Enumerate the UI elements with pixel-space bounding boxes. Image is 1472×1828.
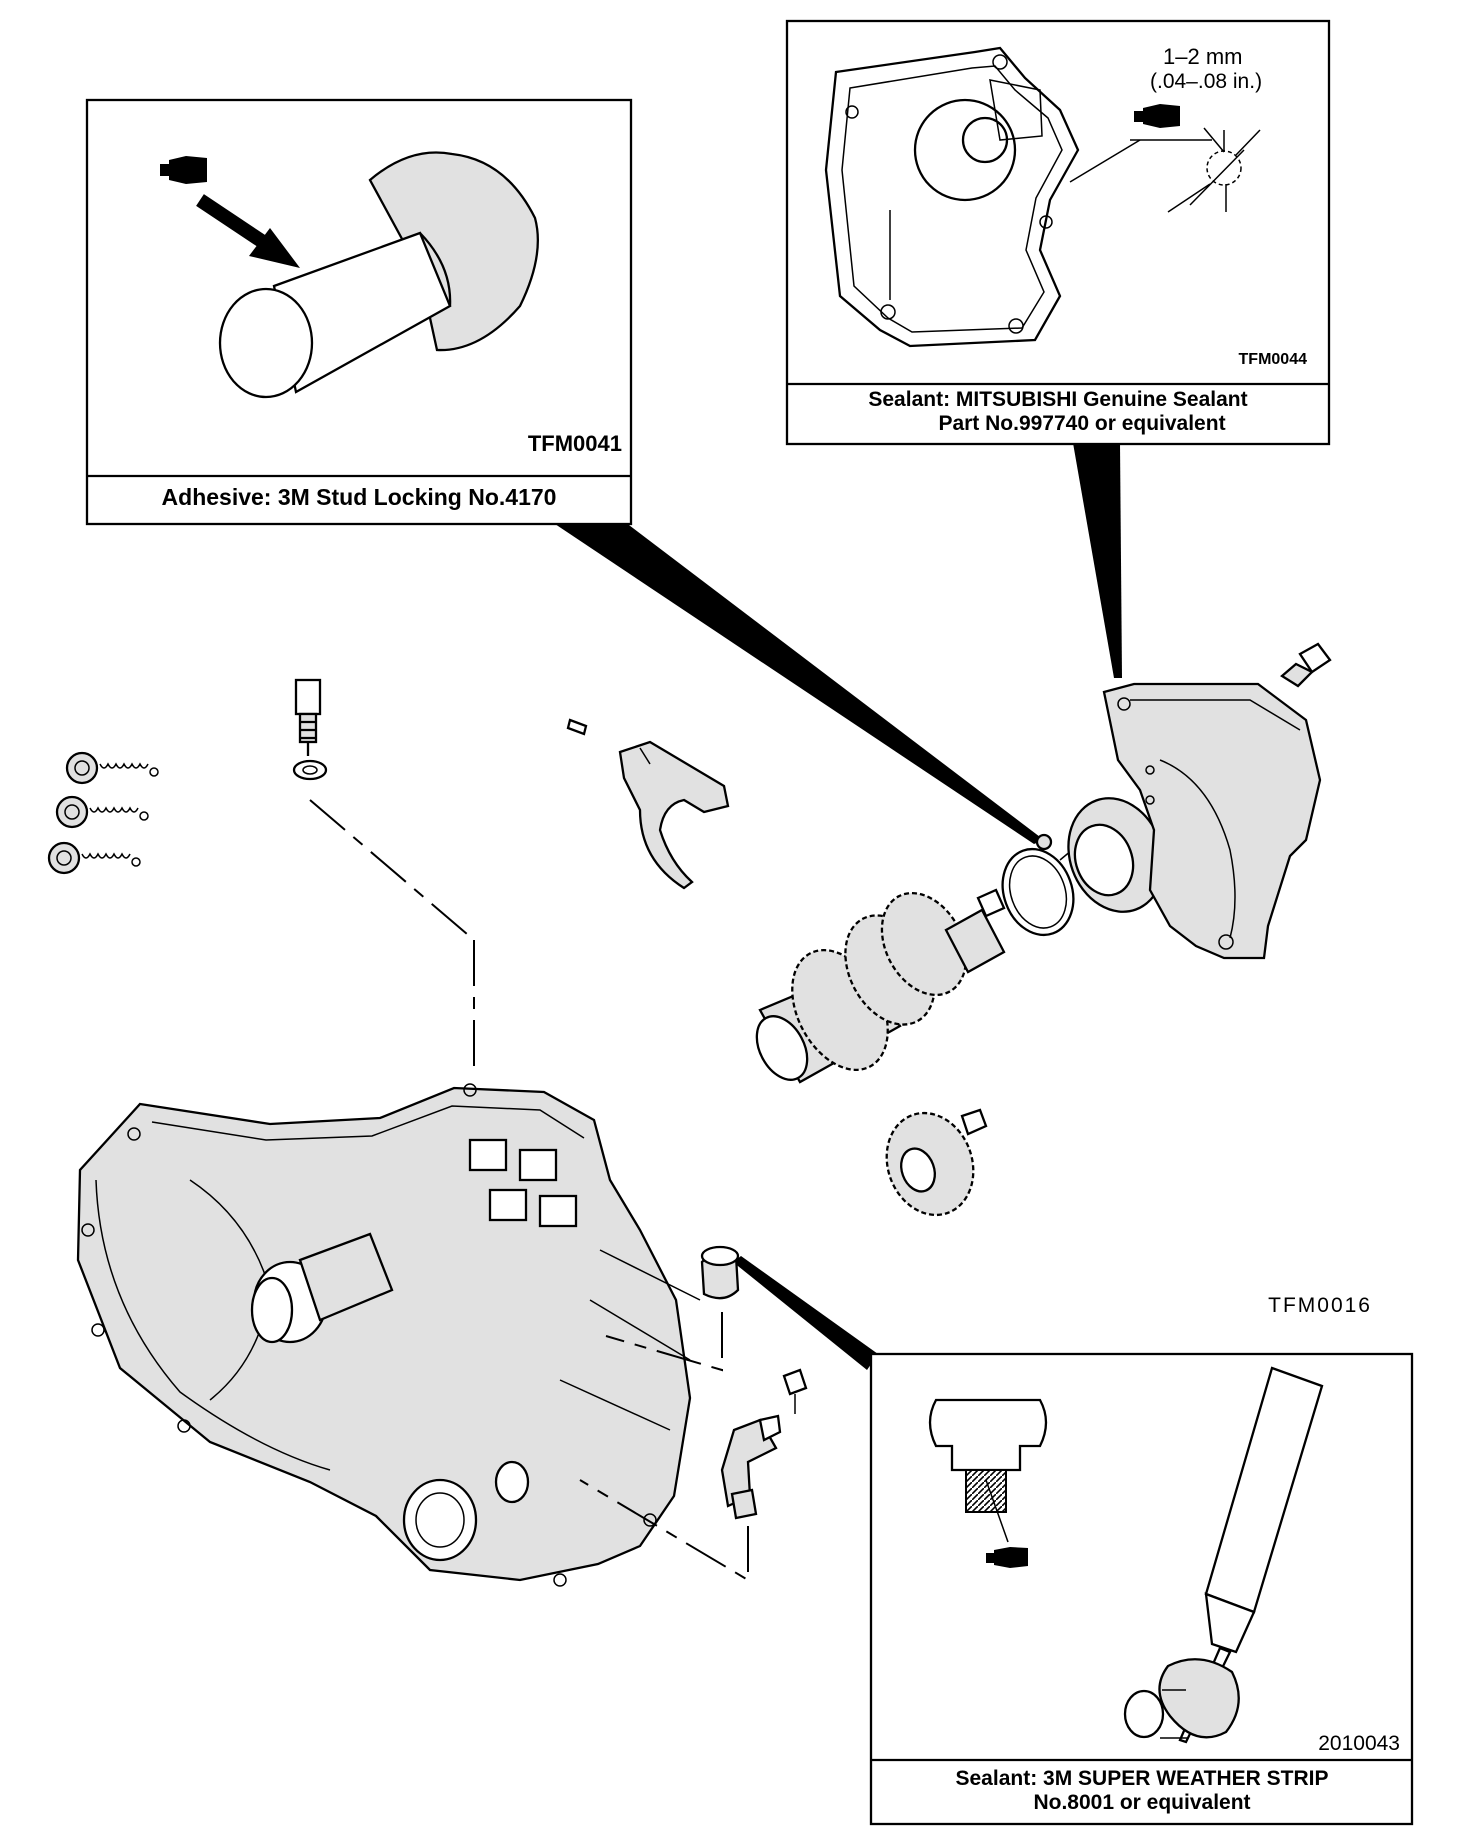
poppet-plugs-springs-balls bbox=[47, 751, 159, 875]
transmission-case bbox=[76, 1083, 701, 1587]
backup-lamp-switch bbox=[292, 678, 328, 781]
speedometer-sleeve bbox=[720, 1368, 808, 1520]
callout-adhesive: TFM0041 Adhesive: 3M Stud Locking No.417… bbox=[85, 98, 633, 526]
bead-dimension-mm: 1–2 mm bbox=[1163, 44, 1242, 69]
shift-fork bbox=[618, 740, 730, 890]
snap-ring bbox=[1001, 847, 1075, 937]
spring-pin bbox=[566, 718, 588, 736]
applicator-brush-drawing bbox=[1123, 1366, 1324, 1744]
differential-drive-gear bbox=[885, 1108, 988, 1217]
filler-plug bbox=[700, 1245, 740, 1300]
sealant-bead-detail bbox=[1130, 127, 1261, 213]
case-cover-gasket-drawing bbox=[824, 46, 1141, 348]
case-sealant-label-line2: Part No.997740 or equivalent bbox=[938, 412, 1225, 435]
plug-sealant-label-line2: No.8001 or equivalent bbox=[1033, 1791, 1250, 1814]
figure-code-tfm0016: TFM0016 bbox=[1268, 1294, 1372, 1317]
callout-plug-sealant: 2010043 Sealant: 3M SUPER WEATHER STRIP … bbox=[869, 1352, 1414, 1826]
gear-cluster bbox=[755, 888, 1006, 1084]
bead-dimension-in: (.04–.08 in.) bbox=[1150, 70, 1262, 93]
adhesive-label: Adhesive: 3M Stud Locking No.4170 bbox=[162, 484, 557, 510]
figure-code-tfm0041: TFM0041 bbox=[528, 431, 622, 456]
apply-arrow-icon bbox=[196, 194, 300, 268]
plug-locator-line bbox=[605, 1312, 723, 1372]
plug-with-sealant-drawing bbox=[928, 1398, 1048, 1543]
callout-pointer-plug-sealant bbox=[733, 1256, 878, 1370]
speedo-locator-line bbox=[579, 1479, 749, 1582]
sealant-tube-icon bbox=[1134, 104, 1180, 128]
stud-with-adhesive bbox=[218, 151, 539, 399]
switch-locator-line bbox=[309, 799, 475, 941]
case-sealant-label-line1: Sealant: MITSUBISHI Genuine Sealant bbox=[868, 388, 1247, 411]
plug-sealant-tube-icon bbox=[986, 1547, 1028, 1568]
adhesive-tube-icon bbox=[160, 156, 207, 184]
callout-pointer-adhesive bbox=[552, 522, 1044, 844]
callout-pointer-case-sealant bbox=[1073, 443, 1122, 678]
plug-sealant-label-line1: Sealant: 3M SUPER WEATHER STRIP bbox=[956, 1767, 1329, 1790]
transfer-case-cover bbox=[1102, 682, 1322, 960]
figure-code-2010043: 2010043 bbox=[1318, 1732, 1400, 1755]
figure-code-tfm0044: TFM0044 bbox=[1239, 351, 1308, 368]
cover-bolt bbox=[1280, 642, 1332, 688]
bearing-and-plug bbox=[1035, 797, 1165, 913]
callout-case-sealant: 1–2 mm (.04–.08 in.) TFM0044 Sealant: MI… bbox=[785, 19, 1331, 446]
